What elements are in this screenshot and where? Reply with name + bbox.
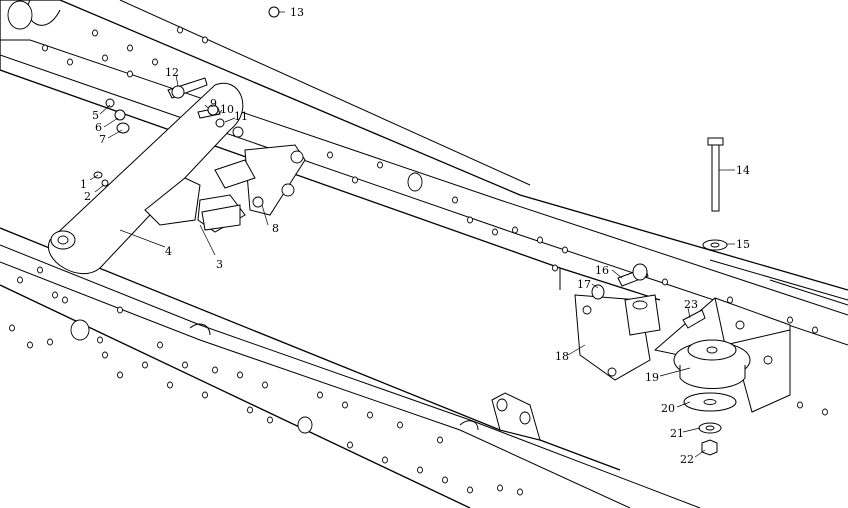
callout-3: 3 [216, 258, 223, 271]
callout-21: 21 [670, 427, 684, 440]
callout-14: 14 [736, 164, 750, 177]
callout-15: 15 [736, 238, 750, 251]
cross-tube [47, 82, 244, 275]
callout-23: 23 [684, 298, 698, 311]
upper-frame-rail [0, 0, 848, 416]
callout-16: 16 [595, 264, 609, 277]
callout-labels: 1 2 3 4 5 6 7 8 9 10 11 12 13 14 15 16 1… [80, 6, 750, 466]
leader-lines [89, 11, 735, 458]
callout-11: 11 [234, 110, 248, 123]
callout-18: 18 [555, 350, 569, 363]
rear-mount-assembly [574, 137, 791, 456]
rail-holes-lower [9, 266, 523, 496]
callout-1: 1 [80, 178, 87, 191]
callout-5: 5 [92, 109, 99, 122]
callout-17: 17 [577, 278, 591, 291]
callout-12: 12 [165, 66, 179, 79]
front-mount-bracket [144, 126, 306, 233]
callout-7: 7 [99, 133, 106, 146]
callout-10: 10 [220, 103, 234, 116]
callout-8: 8 [272, 222, 279, 235]
callout-6: 6 [95, 121, 102, 134]
callout-13: 13 [290, 6, 304, 19]
callout-20: 20 [661, 402, 675, 415]
callout-22: 22 [680, 453, 694, 466]
callout-2: 2 [84, 190, 91, 203]
callout-19: 19 [645, 371, 659, 384]
lower-frame-rail [0, 227, 701, 508]
callout-9: 9 [210, 97, 217, 110]
callout-4: 4 [165, 245, 172, 258]
